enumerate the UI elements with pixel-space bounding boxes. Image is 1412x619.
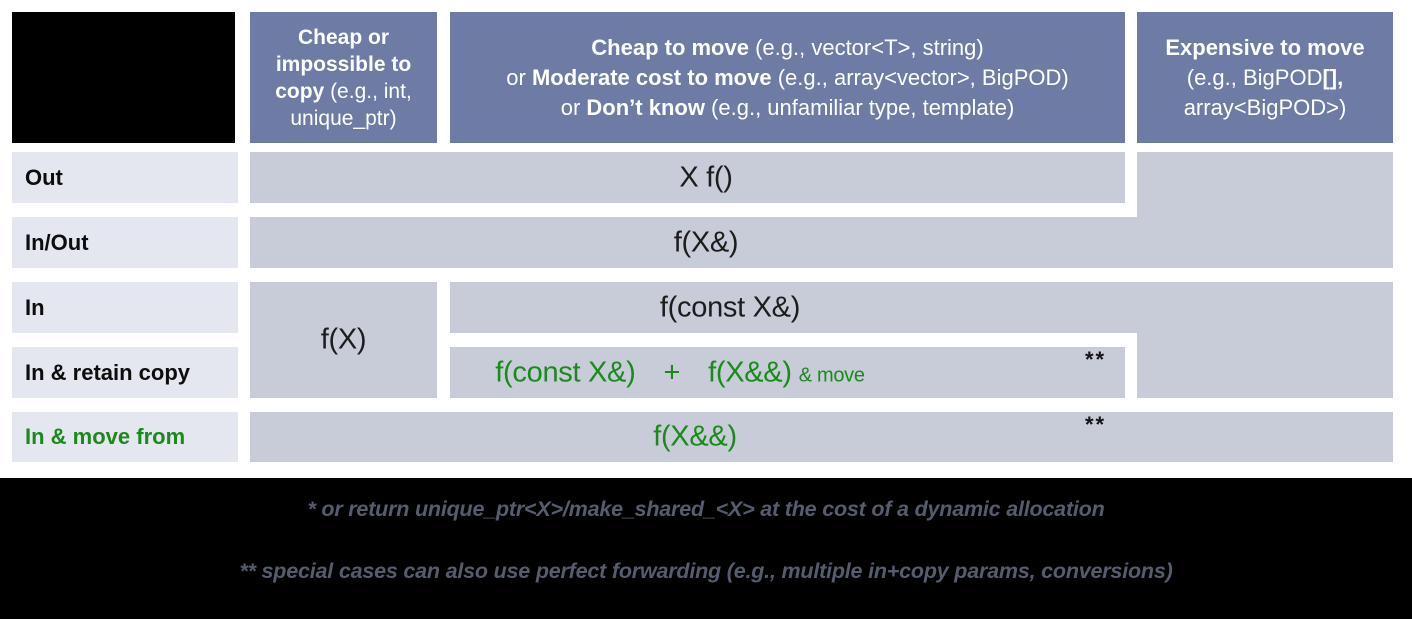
header-line: Expensive to move: [1165, 34, 1365, 60]
cell-fx-text: f(X): [320, 323, 367, 356]
header-line: unique_ptr): [290, 106, 397, 130]
header-line: or Don’t know (e.g., unfamiliar type, te…: [560, 94, 1015, 120]
footnote-dynamic-allocation: * or return unique_ptr<X>/make_shared_<X…: [307, 497, 1105, 521]
cell-inout-expensive-extension: [1137, 152, 1393, 218]
row-label-out: Out: [12, 152, 238, 203]
header-line: or Moderate cost to move (e.g., array<ve…: [506, 64, 1069, 90]
footnote-perfect-forwarding: ** special cases can also use perfect fo…: [239, 559, 1173, 583]
cell-inout: f(X&): [250, 217, 1393, 268]
cell-in-move-from: f(X&&) **: [250, 412, 1393, 462]
header-line: array<BigPOD>): [1183, 94, 1347, 120]
corner-box: [12, 12, 235, 143]
cell-in-cheap-copy: f(X): [250, 282, 437, 398]
header-cheap-to-move: Cheap to move (e.g., vector<T>, string) …: [450, 12, 1125, 143]
cell-inout-text: f(X&): [673, 226, 739, 258]
header-line: Cheap or: [297, 25, 389, 49]
cell-in: f(const X&): [450, 282, 1393, 333]
cell-in-expensive-extension: [1137, 332, 1393, 398]
cell-in-retain-copy: f(const X&)+f(X&&)& move **: [450, 347, 1125, 398]
header-line: impossible to: [275, 52, 412, 76]
header-line: copy (e.g., int,: [275, 79, 412, 103]
cell-in-text: f(const X&): [659, 291, 801, 323]
cell-movefrom-text: f(X&&): [653, 420, 737, 453]
header-line: (e.g., BigPOD[],: [1186, 64, 1344, 90]
row-label-in: In: [12, 282, 238, 333]
cell-out: X f(): [250, 152, 1125, 203]
row-label-in-retain-copy: In & retain copy: [12, 347, 238, 398]
cell-retain-text: f(const X&)+f(X&&)& move: [495, 356, 865, 388]
row-label-in-out: In/Out: [12, 217, 238, 268]
double-asterisk-marker: **: [1085, 412, 1107, 437]
header-line: Cheap to move (e.g., vector<T>, string): [591, 34, 984, 60]
cell-out-text: X f(): [679, 161, 733, 193]
header-expensive-to-move: Expensive to move (e.g., BigPOD[], array…: [1137, 12, 1393, 143]
footnotes-band: * or return unique_ptr<X>/make_shared_<X…: [0, 478, 1412, 619]
row-label-in-move-from: In & move from: [12, 412, 238, 462]
header-cheap-or-impossible-to-copy: Cheap or impossible to copy (e.g., int, …: [250, 12, 437, 143]
double-asterisk-marker: **: [1085, 347, 1107, 372]
